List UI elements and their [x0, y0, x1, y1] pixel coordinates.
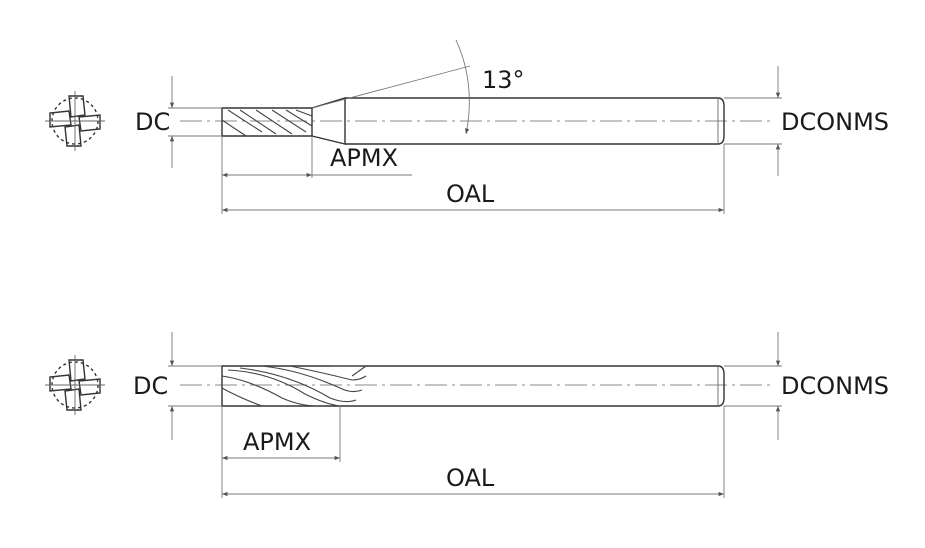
flute-lines [221, 109, 313, 137]
angle-dimension: 13° [311, 39, 525, 135]
shank [345, 97, 725, 145]
dconms-label: DCONMS [781, 372, 889, 400]
tool-body [221, 365, 725, 407]
dconms-label: DCONMS [781, 108, 889, 136]
dc-label: DC [135, 108, 170, 136]
tapered-end-mill-diagram: DC DCONMS 13° APMX OAL [45, 39, 889, 214]
oal-dimension: OAL [222, 144, 725, 214]
apmx-label: APMX [330, 144, 398, 172]
apmx-label: APMX [243, 428, 311, 456]
dc-dimension: DC [135, 76, 222, 168]
dconms-dimension: DCONMS [724, 66, 889, 176]
apmx-dimension: APMX [221, 136, 412, 214]
angle-label: 13° [482, 66, 525, 94]
oal-dimension: OAL [222, 406, 725, 498]
tapered-neck [311, 97, 346, 145]
straight-end-mill-diagram: DC DCONMS APMX OAL [45, 332, 889, 498]
dc-dimension: DC [133, 332, 222, 440]
oal-label: OAL [446, 464, 495, 492]
cutting-head [221, 107, 313, 137]
oal-label: OAL [446, 180, 495, 208]
dconms-dimension: DCONMS [724, 332, 889, 440]
apmx-dimension: APMX [221, 406, 341, 498]
end-view-icon [45, 91, 105, 151]
flute-lines [221, 365, 368, 407]
end-view-icon [45, 355, 105, 415]
dc-label: DC [133, 372, 168, 400]
